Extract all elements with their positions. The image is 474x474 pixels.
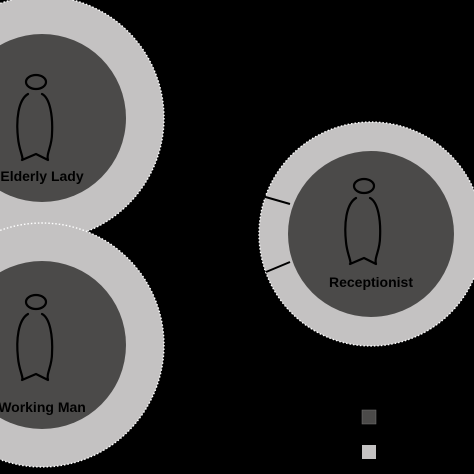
person-outline-icon bbox=[16, 293, 54, 382]
person-outline-icon bbox=[16, 73, 54, 162]
receptionist-inner-disc bbox=[288, 151, 454, 317]
node-working-man[interactable]: Working Man bbox=[0, 222, 165, 468]
working-man-label: Working Man bbox=[0, 399, 86, 415]
working-man-inner-disc bbox=[0, 261, 126, 429]
elderly-lady-label: Elderly Lady bbox=[0, 168, 83, 184]
node-receptionist[interactable]: Receptionist bbox=[258, 121, 474, 347]
node-elderly-lady[interactable]: Elderly Lady bbox=[0, 0, 165, 241]
legend-swatch-inner bbox=[361, 409, 377, 425]
legend-swatch-outer bbox=[362, 445, 376, 459]
connector-receptionist-upper bbox=[261, 195, 291, 205]
legend bbox=[361, 409, 377, 459]
person-outline-icon bbox=[344, 177, 382, 266]
connector-receptionist-lower bbox=[265, 261, 291, 273]
receptionist-label: Receptionist bbox=[329, 274, 413, 290]
